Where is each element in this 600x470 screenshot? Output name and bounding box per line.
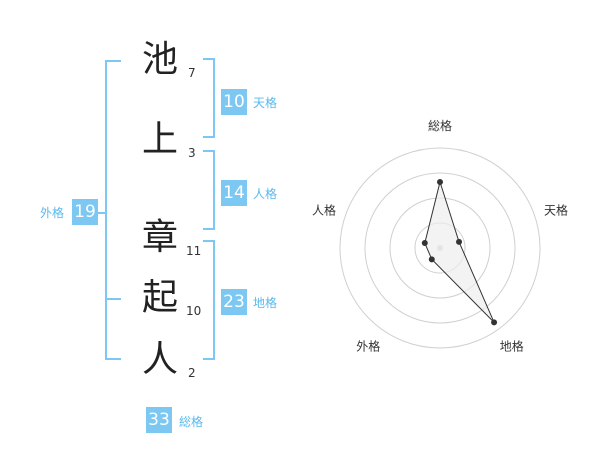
jinkaku-value: 14 [221,180,247,206]
stroke-count-3: 11 [186,244,202,258]
stroke-count-5: 2 [188,366,196,380]
radar-point-3 [491,319,498,326]
stroke-count-1: 7 [188,66,196,80]
stroke-count-4: 10 [186,304,202,318]
chikaku-bracket [203,240,215,360]
radar-axis-label: 総格 [428,118,452,133]
name-char-2: 上 [142,119,179,160]
chikaku-value: 23 [221,289,247,315]
radar-axis-label: 人格 [312,202,336,217]
radar-point-5 [421,240,428,247]
gaikaku-value: 19 [72,199,98,225]
radar-point-4 [428,256,435,263]
tenkaku-bracket [203,58,215,138]
radar-axis-label: 外格 [356,339,380,354]
jinkaku-bracket [203,150,215,230]
stroke-count-2: 3 [188,146,196,160]
radar-series-polygon [424,180,495,323]
tenkaku-label: 天格 [253,96,278,110]
chikaku-label: 地格 [253,296,278,310]
gaikaku-bracket [105,60,121,360]
name-char-4: 起 [142,277,179,318]
gaikaku-inner-tick [105,298,121,300]
name-char-1: 池 [142,39,179,80]
radar-point-1 [437,179,443,185]
name-char-5: 人 [142,339,179,380]
jinkaku-label: 人格 [253,187,278,201]
gaikaku-connector [97,212,106,214]
gaikaku-label: 外格 [40,206,65,220]
name-char-3: 章 [142,217,179,258]
radar-point-2 [456,238,463,245]
soukaku-label: 総格 [179,415,204,429]
soukaku-value: 33 [146,407,172,433]
radar-axis-label: 天格 [544,202,568,217]
radar-ring-4 [339,147,541,349]
radar-axis-label: 地格 [500,339,524,354]
radar-ring-3 [364,172,516,324]
tenkaku-value: 10 [221,89,247,115]
